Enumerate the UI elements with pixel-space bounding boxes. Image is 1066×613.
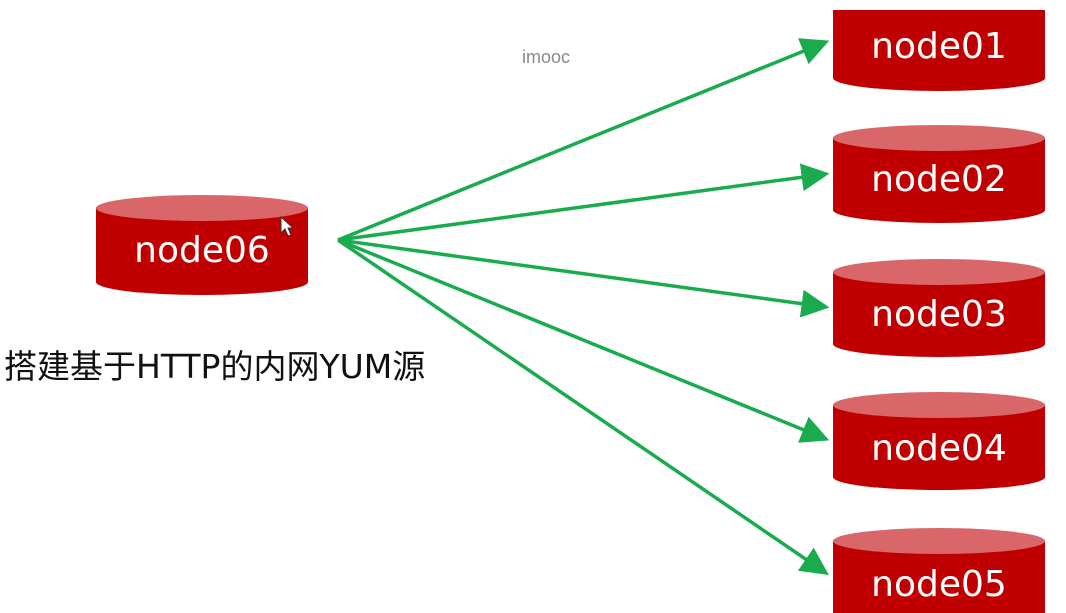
target-node-label: node02 bbox=[871, 159, 1007, 200]
cylinder-body bbox=[833, 405, 1045, 490]
target-node-node03[interactable]: node03 bbox=[833, 259, 1045, 357]
cylinder-body bbox=[833, 541, 1045, 613]
cylinder-top bbox=[833, 125, 1045, 151]
target-node-label: node03 bbox=[871, 294, 1007, 335]
cylinder-body bbox=[833, 10, 1045, 91]
cylinder-top bbox=[96, 195, 308, 221]
target-node-label: node04 bbox=[871, 428, 1007, 469]
target-node-label: node05 bbox=[871, 564, 1007, 605]
cylinder-body bbox=[833, 138, 1045, 223]
target-node-node02[interactable]: node02 bbox=[833, 125, 1045, 223]
target-node-label: node01 bbox=[871, 26, 1007, 67]
source-node[interactable]: node06 bbox=[96, 195, 308, 295]
target-node-node01[interactable]: node01 bbox=[833, 10, 1045, 91]
arrow-to-node05 bbox=[337, 238, 829, 575]
cylinder-top bbox=[833, 392, 1045, 418]
arrow-to-node04 bbox=[337, 238, 830, 443]
arrow-to-node03 bbox=[337, 238, 830, 318]
target-node-node04[interactable]: node04 bbox=[833, 392, 1045, 490]
cylinder-body bbox=[96, 208, 308, 295]
cylinder-body bbox=[833, 272, 1045, 357]
target-node-node05[interactable]: node05 bbox=[833, 528, 1045, 613]
arrow-to-node02 bbox=[337, 163, 830, 242]
cylinder-top bbox=[833, 259, 1045, 285]
cylinder-top bbox=[833, 528, 1045, 554]
mouse-cursor-icon bbox=[280, 215, 295, 237]
source-node-label: node06 bbox=[134, 230, 270, 271]
arrow-to-node01 bbox=[337, 38, 830, 242]
watermark-text: imooc bbox=[522, 47, 571, 67]
arrows bbox=[337, 38, 830, 575]
diagram-caption: 搭建基于HTTP的内网YUM源 bbox=[4, 347, 426, 386]
